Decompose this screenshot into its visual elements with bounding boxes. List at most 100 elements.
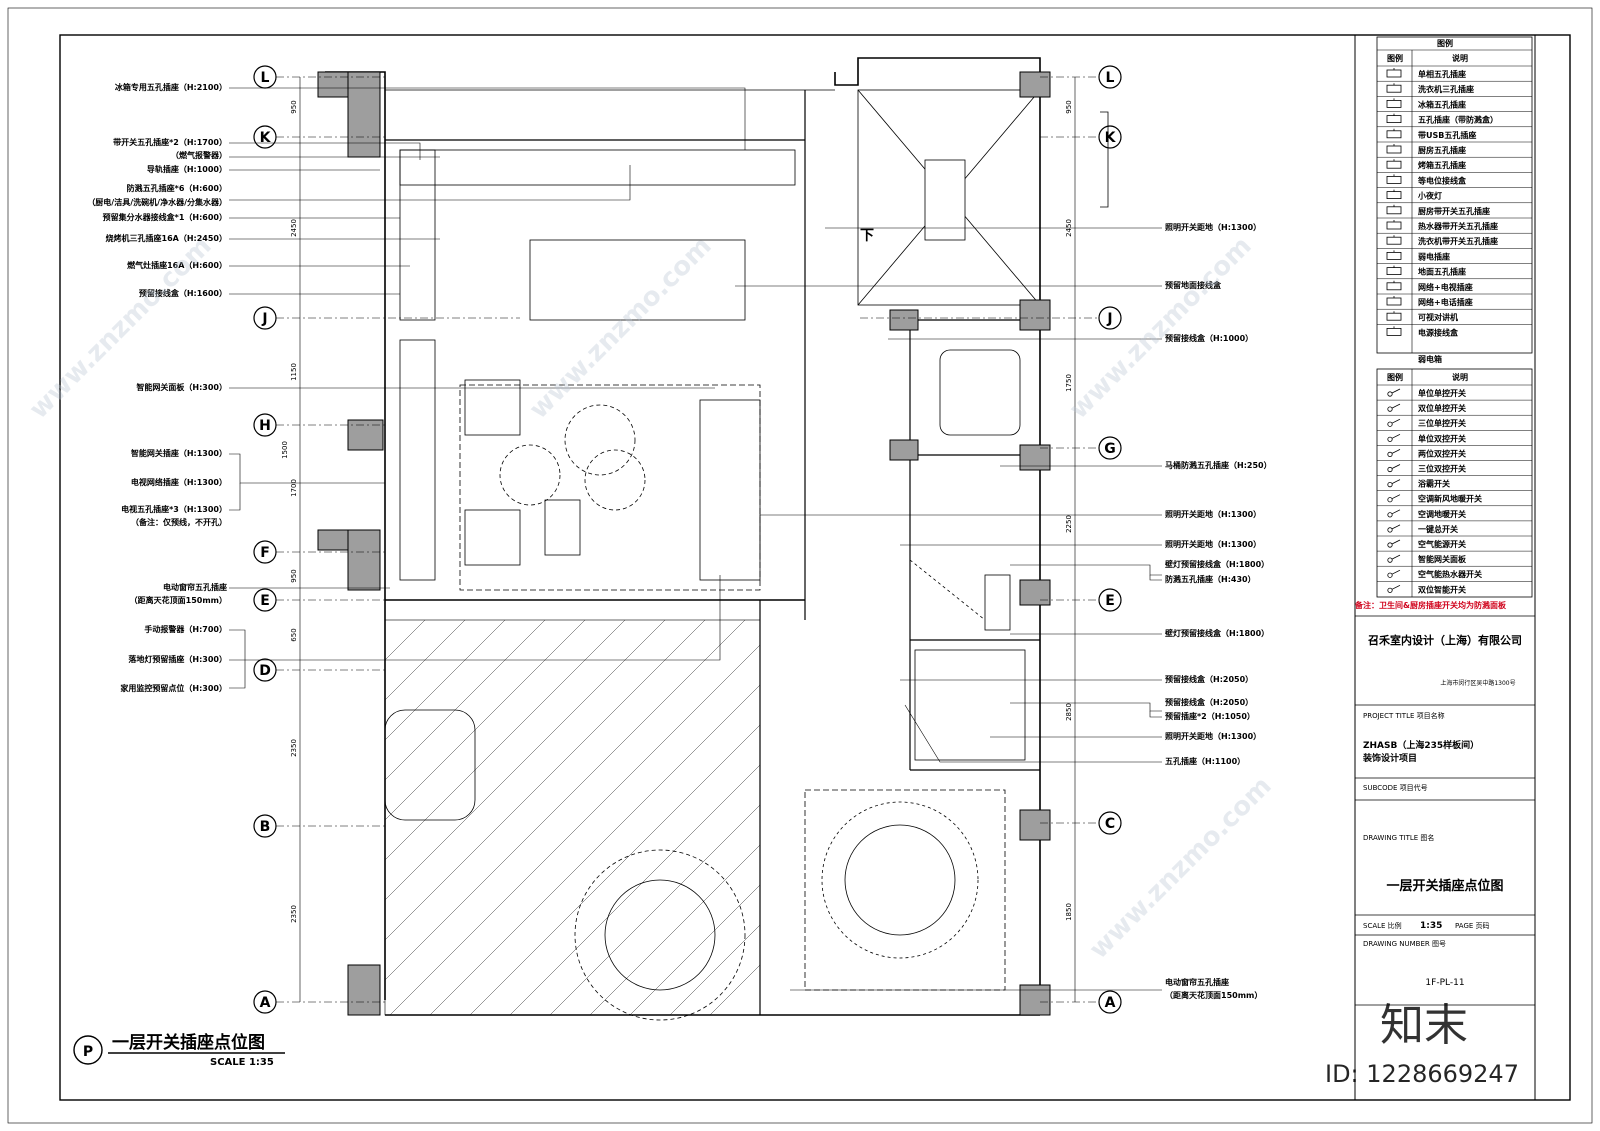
axis-bubble-left: A — [253, 990, 277, 1014]
axis-bubble-right: A — [1098, 990, 1122, 1014]
watermark-site: www.znzmo.com — [1064, 231, 1258, 425]
svg-text:L: L — [261, 70, 270, 86]
svg-text:H: H — [259, 418, 271, 434]
callout-label: 预留地面接线盒 — [1165, 280, 1222, 290]
callout-label: 防溅五孔插座*6（H:600） — [127, 183, 227, 193]
legend-item-label: 电源接线盒 — [1418, 327, 1459, 337]
socket-symbol-icon — [1386, 204, 1402, 215]
legend-item-label: 五孔插座（带防溅盒） — [1418, 115, 1498, 125]
svg-text:说明: 说明 — [1452, 53, 1468, 63]
svg-text:图例: 图例 — [1437, 38, 1453, 48]
drawing-title-label: DRAWING TITLE 图名 — [1363, 833, 1434, 842]
callout-label: 五孔插座（H:1100） — [1165, 756, 1245, 766]
plan-title-block: P 一层开关插座点位图 SCALE 1:35 — [73, 1032, 285, 1068]
legend-item-label: 空调新风地暖开关 — [1418, 494, 1482, 504]
company-name: 召禾室内设计（上海）有限公司 — [1368, 633, 1522, 647]
callout-label: 智能网关面板（H:300） — [136, 382, 227, 392]
axis-bubble-left: K — [253, 125, 277, 149]
scale-label: SCALE 比例 — [1363, 921, 1402, 930]
scale-value: 1:35 — [1420, 921, 1442, 931]
switch-symbol-icon — [1387, 569, 1401, 578]
socket-symbol-icon — [1386, 326, 1402, 336]
axis-bubble-left: J — [253, 306, 277, 330]
legend-item-label: 等电位接线盒 — [1417, 175, 1467, 185]
callout-label: 马桶防溅五孔插座（H:250） — [1165, 460, 1272, 470]
watermark-id: ID: 1228669247 — [1325, 1060, 1519, 1088]
svg-text:图例: 图例 — [1387, 372, 1403, 382]
svg-text:1500: 1500 — [281, 441, 289, 459]
svg-text:B: B — [260, 819, 271, 835]
left-callouts: 冰箱专用五孔插座（H:2100） 带开关五孔插座*2（H:1700） （燃气报警… — [87, 82, 746, 693]
title-block: 召禾室内设计（上海）有限公司 上海市闵行区吴中路1300号 PROJECT TI… — [1355, 615, 1535, 1006]
socket-symbol-icon — [1386, 159, 1402, 169]
svg-text:J: J — [1106, 311, 1112, 327]
legend-switches: 图例 说明 单位单控开关双位单控开关三位单控开关单位双控开关两位双控开关三位双控… — [1376, 368, 1533, 598]
legend-item-label: 冰箱五孔插座 — [1418, 99, 1466, 109]
dimensions-left: 950 2450 1150 1500 1700 950 650 2350 235… — [281, 100, 298, 923]
legend-item-label: 洗衣机三孔插座 — [1418, 84, 1474, 94]
drawing-number: 1F-PL-11 — [1425, 978, 1464, 988]
socket-symbol-icon — [1386, 235, 1402, 245]
callout-label: 电视五孔插座*3（H:1300） — [121, 504, 227, 514]
socket-symbol-icon — [1386, 128, 1402, 139]
socket-symbol-icon — [1386, 250, 1402, 260]
callout-label: 带开关五孔插座*2（H:1700） — [113, 137, 227, 147]
svg-text:G: G — [1104, 441, 1116, 457]
svg-text:1700: 1700 — [290, 479, 298, 497]
legend-item-label: 可视对讲机 — [1418, 312, 1458, 322]
structural-columns — [317, 71, 1051, 1016]
axis-bubble-right: K — [1098, 125, 1122, 149]
socket-symbol-icon — [1386, 113, 1402, 123]
legend-item-label: 一键总开关 — [1418, 524, 1458, 534]
legend-item-label: 三位单控开关 — [1418, 418, 1466, 428]
callout-label: 照明开关距地（H:1300） — [1165, 539, 1261, 549]
legend-item-label: 厨房带开关五孔插座 — [1418, 206, 1490, 216]
switch-symbol-icon — [1387, 449, 1401, 457]
svg-text:950: 950 — [1065, 100, 1073, 113]
legend-note: 备注：卫生间&厨房插座开关均为防溅面板 — [1354, 600, 1507, 610]
page-label: PAGE 页码 — [1455, 922, 1490, 930]
callout-label: 防溅五孔插座（H:430） — [1165, 574, 1256, 584]
dimensions-right: 950 2450 1750 2250 2850 1850 — [1065, 100, 1073, 921]
svg-text:E: E — [1105, 593, 1115, 609]
switch-symbol-icon — [1387, 494, 1401, 503]
callout-label: 烧烤机三孔插座16A（H:2450） — [106, 233, 227, 243]
callout-label: 预留插座*2（H:1050） — [1165, 711, 1255, 721]
legend-item-label: 智能网关面板 — [1418, 554, 1467, 564]
legend-item-label: 烤箱五孔插座 — [1418, 160, 1466, 170]
right-callouts: 照明开关距地（H:1300） 预留地面接线盒 预留接线盒（H:1000） 马桶防… — [735, 222, 1272, 1000]
legend-item-label: 地面五孔插座 — [1418, 267, 1466, 277]
switch-symbol-icon — [1387, 479, 1401, 488]
axis-bubble-left: L — [253, 65, 277, 89]
watermark: www.znzmo.com www.znzmo.com www.znzmo.co… — [24, 231, 1519, 1088]
legend-item-label: 网络+电话插座 — [1418, 297, 1473, 307]
axis-grid-right: L K J G E C A — [860, 65, 1122, 1014]
svg-text:图例: 图例 — [1387, 53, 1403, 63]
legend-item-label: 空调地暖开关 — [1418, 509, 1466, 519]
svg-text:E: E — [260, 593, 270, 609]
switch-symbol-icon — [1387, 464, 1401, 473]
plan-drawing — [325, 57, 1041, 1021]
callout-label: 电动窗帘五孔插座 — [1165, 977, 1229, 987]
axis-bubble-left: H — [253, 413, 277, 437]
legend-item-label: 厨房五孔插座 — [1418, 145, 1466, 155]
svg-text:2350: 2350 — [290, 905, 298, 923]
legend-item-label: 三位双控开关 — [1418, 464, 1466, 474]
axis-bubble-left: D — [253, 658, 277, 682]
watermark-brand: 知末 — [1380, 1000, 1468, 1051]
callout-label: 壁灯预留接线盒（H:1800） — [1165, 559, 1269, 569]
svg-text:1850: 1850 — [1065, 903, 1073, 921]
project-name-2: 装饰设计项目 — [1362, 752, 1417, 764]
callout-label: （备注：仅预线，不开孔） — [131, 517, 227, 527]
legend-item-label: 小夜灯 — [1417, 191, 1442, 201]
callout-label: （距离天花顶面150mm） — [130, 595, 227, 605]
callout-label: 家用监控预留点位（H:300） — [120, 683, 227, 693]
svg-text:K: K — [1105, 130, 1117, 146]
svg-text:F: F — [260, 545, 270, 561]
axis-bubble-left: B — [253, 814, 277, 838]
callout-label: 导轨插座（H:1000） — [147, 164, 227, 174]
legend-item-label: 热水器带开关五孔插座 — [1418, 221, 1498, 231]
svg-text:A: A — [1105, 995, 1116, 1011]
socket-symbol-icon — [1386, 189, 1402, 200]
axis-bubble-right: L — [1098, 65, 1122, 89]
